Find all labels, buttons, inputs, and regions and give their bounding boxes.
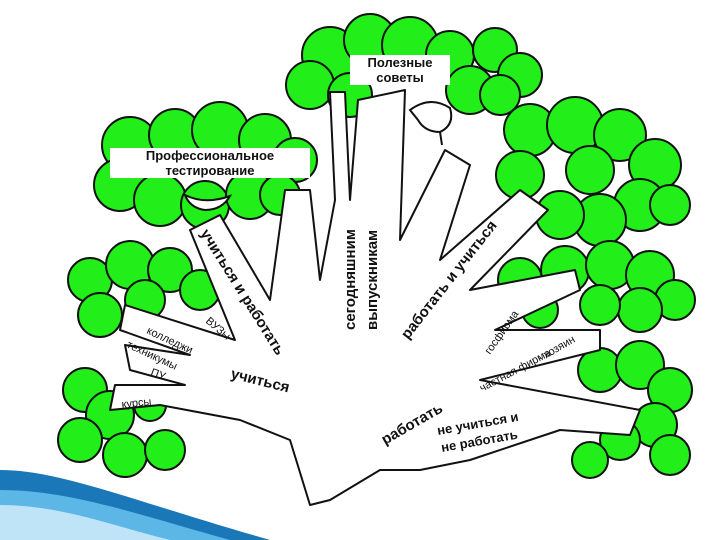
label-graduates-1: сегодняшним — [342, 229, 359, 330]
testing-box: Профессиональное тестирование — [110, 148, 310, 178]
label-courses: курсы — [121, 396, 152, 411]
label-pu: ПУ — [149, 367, 168, 384]
bird-icon-left — [183, 192, 233, 212]
blue-swoosh-decoration — [0, 470, 270, 540]
label-graduates-2: выпускникам — [364, 230, 381, 330]
bird-icon-top — [408, 101, 453, 146]
tips-box: Полезные советы — [350, 55, 450, 85]
trunk-and-branches — [109, 89, 641, 506]
